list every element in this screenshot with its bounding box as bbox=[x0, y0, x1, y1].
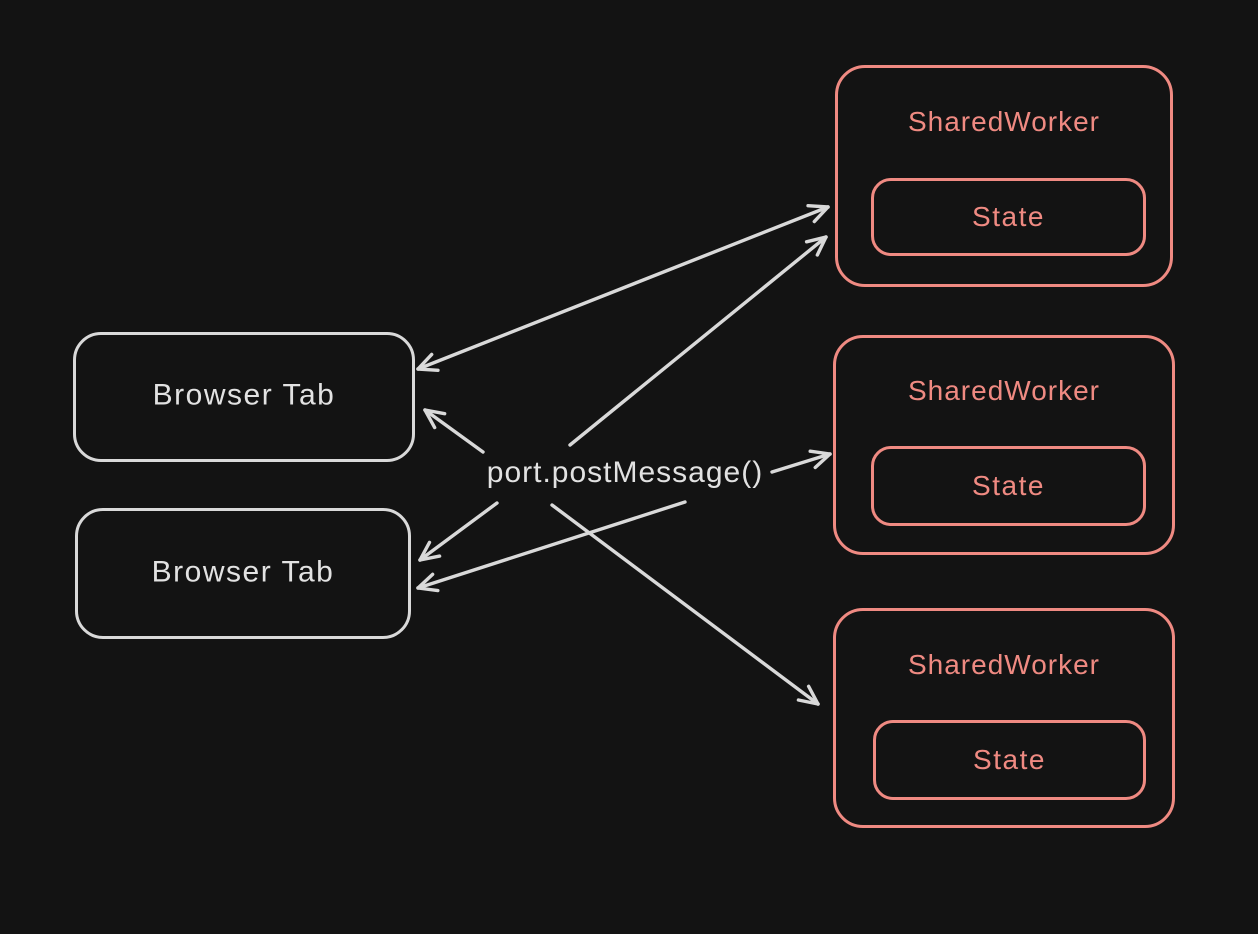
port-postmessage-label: port.postMessage() bbox=[486, 456, 764, 489]
browser-tab-2-box: Browser Tab bbox=[75, 508, 411, 639]
shared-worker-2-title: SharedWorker bbox=[907, 375, 1100, 406]
shared-worker-1-box: SharedWorker State bbox=[835, 65, 1173, 287]
shared-worker-3-state-label: State bbox=[973, 744, 1046, 775]
shared-worker-1-title: SharedWorker bbox=[907, 106, 1100, 137]
shared-worker-3-title: SharedWorker bbox=[907, 649, 1100, 680]
shared-worker-3-state-box: State bbox=[873, 720, 1146, 800]
shared-worker-1-state-box: State bbox=[871, 178, 1146, 256]
browser-tab-1-box: Browser Tab bbox=[73, 332, 415, 462]
shared-worker-1-state-label: State bbox=[972, 201, 1045, 232]
shared-worker-2-state-label: State bbox=[972, 470, 1045, 501]
browser-tab-1-label: Browser Tab bbox=[152, 378, 336, 412]
shared-worker-2-box: SharedWorker State bbox=[833, 335, 1175, 555]
shared-worker-3-box: SharedWorker State bbox=[833, 608, 1175, 828]
shared-worker-2-state-box: State bbox=[871, 446, 1146, 526]
browser-tab-2-label: Browser Tab bbox=[151, 555, 335, 589]
